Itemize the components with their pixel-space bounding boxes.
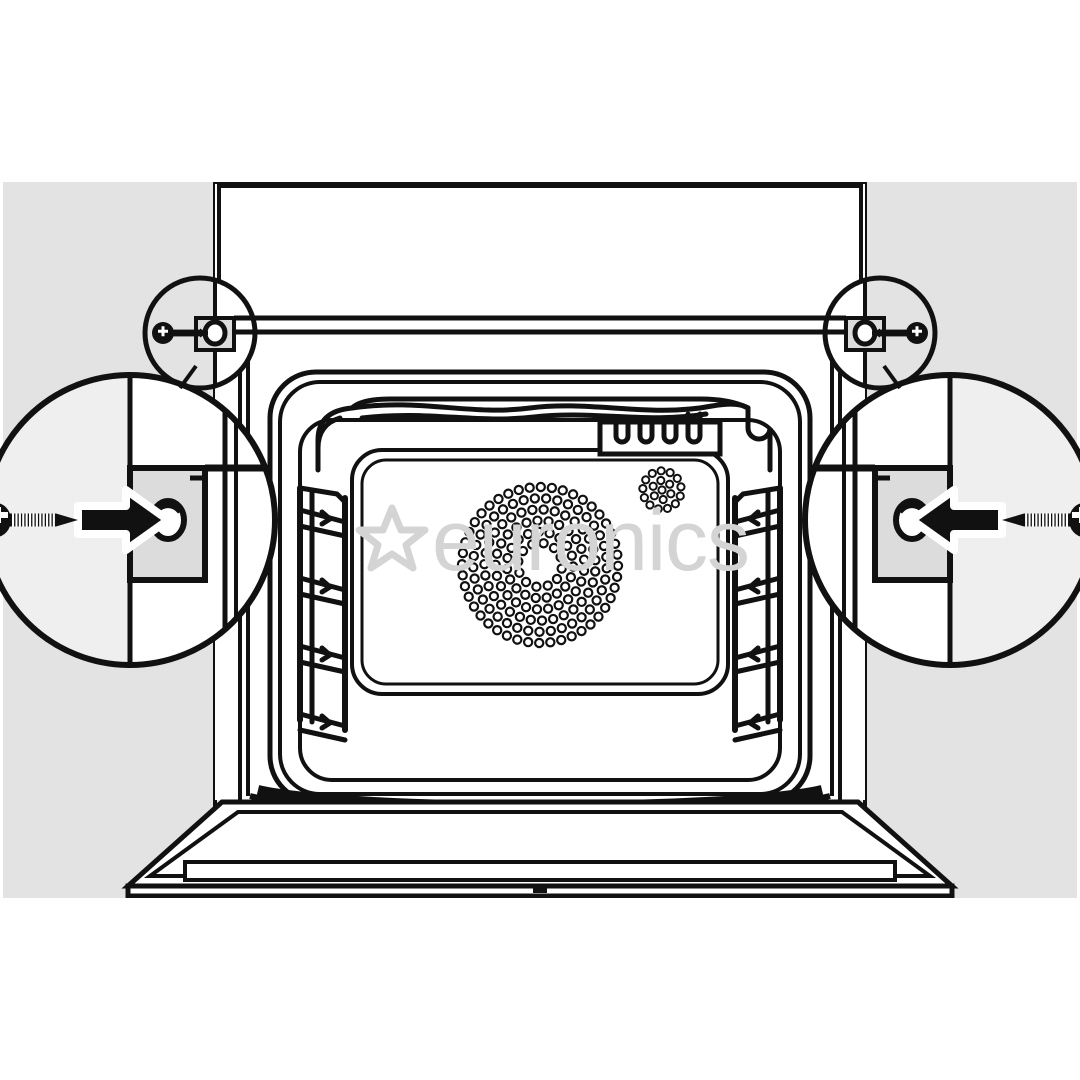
arrow-left-right-callout (908, 486, 1006, 554)
watermark-text: euronics (432, 493, 749, 589)
shelf-rail-left (297, 485, 348, 743)
element-connector-block (597, 405, 773, 473)
shelf-rail-right (732, 485, 783, 743)
fan-cover (456, 481, 624, 649)
star-icon (355, 504, 429, 572)
arrow-right-left-callout (74, 486, 172, 554)
watermark: euronics (355, 493, 750, 589)
callout-main-left (0, 364, 278, 668)
cavity-vent (638, 466, 686, 514)
grill-heating-element (315, 396, 751, 473)
oven-door (121, 799, 959, 898)
oven-front-trim-flange (215, 315, 865, 335)
callout-upper-left (142, 275, 258, 409)
oven-cavity-rear-panel (350, 448, 730, 696)
